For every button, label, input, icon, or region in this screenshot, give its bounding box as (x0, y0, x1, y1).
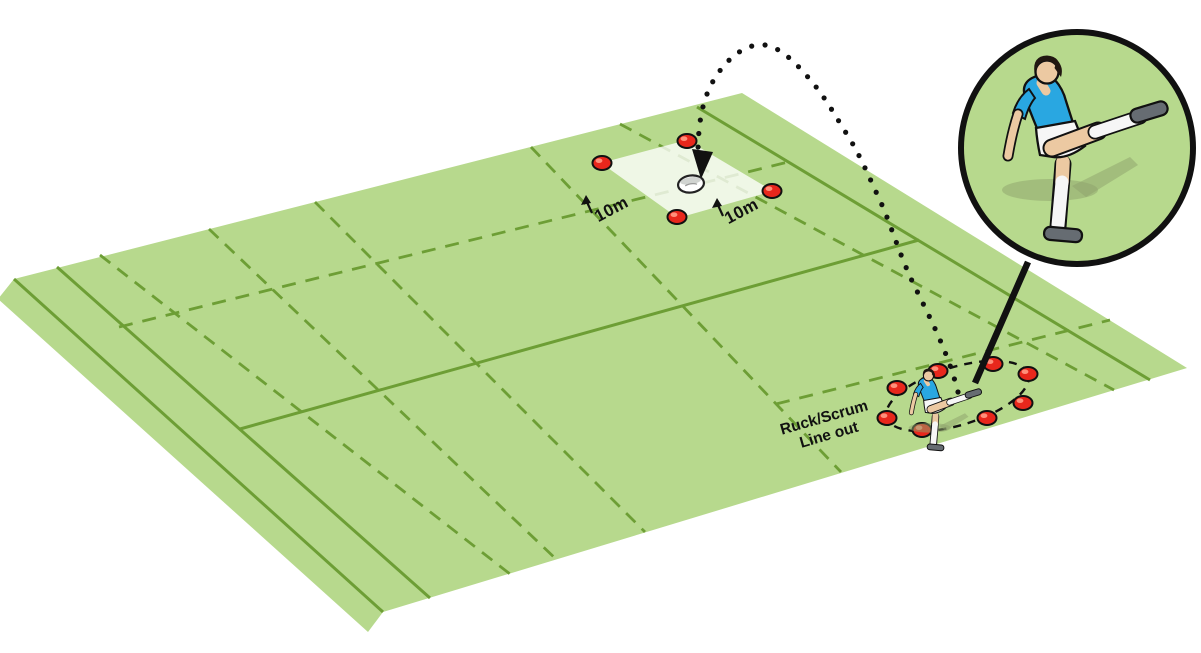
zone-arrowhead-left (581, 195, 591, 205)
dashed-length-line-1 (118, 160, 789, 329)
rugby-ball-icon (676, 174, 706, 194)
ring-cone-5 (1012, 395, 1034, 411)
field-edge-line (12, 277, 385, 614)
ring-cone-7 (976, 410, 998, 426)
touch-line (239, 238, 920, 431)
ring-cone-4 (886, 380, 908, 396)
dashed-length-line-2 (775, 318, 1111, 406)
zone-cone-north (676, 133, 698, 149)
field-markings (12, 105, 1151, 614)
ball-seam (684, 183, 698, 187)
inset-pointer-line (972, 260, 1031, 385)
zone-cone-south (666, 209, 688, 225)
trajectory-arrowhead-icon (692, 149, 713, 179)
zone-arrowhead-right (712, 198, 722, 208)
try-line-right (696, 105, 1151, 382)
dashed-cross-line-4 (529, 146, 843, 473)
zone-cone-east (761, 183, 783, 199)
kick-trajectory (695, 42, 961, 395)
field-apron (0, 279, 383, 632)
zone-cone-west (591, 155, 613, 171)
field-surface (14, 93, 1187, 612)
dashed-cross-line-3 (314, 201, 646, 533)
ball-shading (680, 176, 701, 185)
dashed-cross-line-2 (208, 227, 558, 562)
ring-cone-6 (876, 410, 898, 426)
try-line-left (56, 265, 431, 600)
inset-circle-border (958, 29, 1196, 267)
ring-cone-3 (1017, 366, 1039, 382)
